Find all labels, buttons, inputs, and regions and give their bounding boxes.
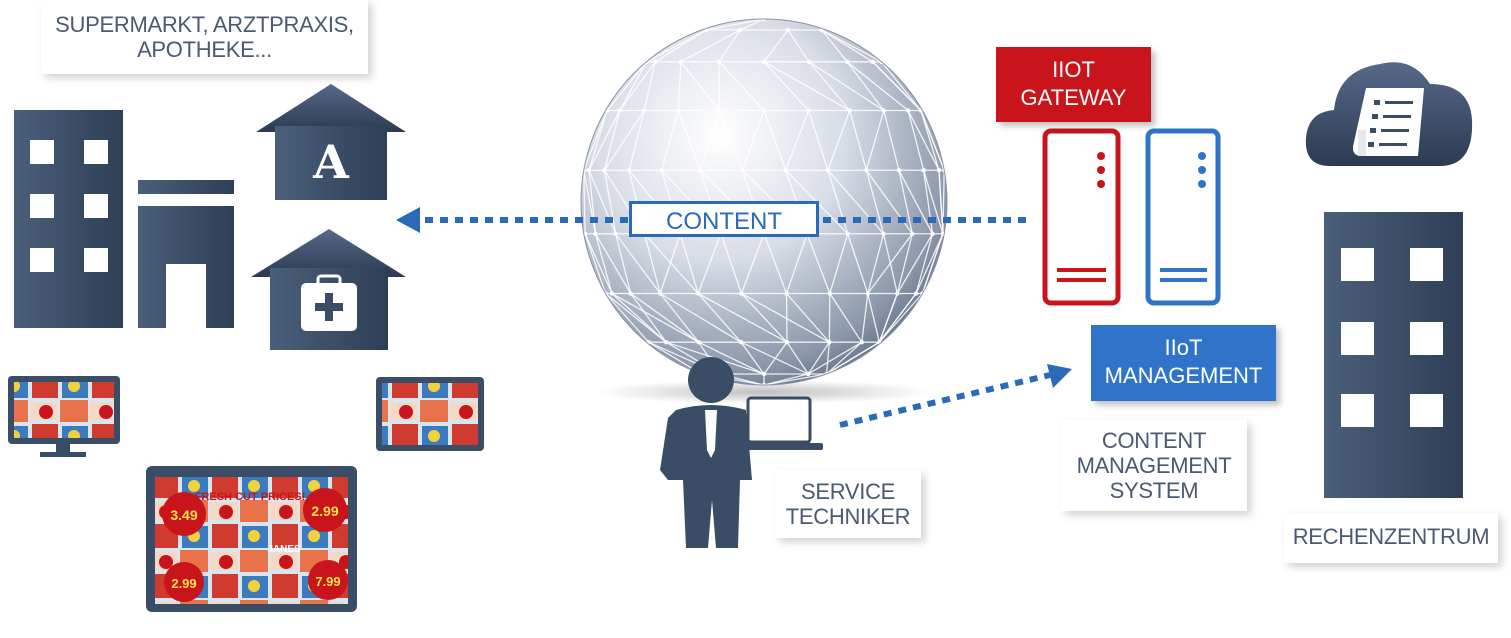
- globe-mesh-node: [676, 108, 680, 112]
- globe-mesh-node: [762, 108, 766, 112]
- ad-banner: FRESH CUT PRICES!: [195, 491, 306, 503]
- globe-mesh-node: [658, 291, 662, 295]
- globe-mesh-node: [870, 60, 874, 64]
- price-tag: 3.49: [170, 507, 197, 523]
- venues-label-line: APOTHEKE...: [41, 37, 368, 62]
- globe-mesh-node: [914, 291, 918, 295]
- globe-mesh-node: [881, 232, 885, 236]
- technician-label-line: SERVICE: [775, 479, 921, 504]
- globe-mesh-node: [806, 108, 810, 112]
- datacenter-label: RECHENZENTRUM: [1284, 513, 1498, 563]
- globe-mesh-node: [717, 108, 721, 112]
- globe-mesh-node: [679, 60, 683, 64]
- globe-mesh-node: [897, 168, 901, 172]
- laptop-icon: [735, 398, 823, 450]
- globe-mesh-node: [602, 168, 606, 172]
- globe-mesh-node: [739, 291, 743, 295]
- server-icon: [1148, 131, 1218, 303]
- globe-mesh-node: [740, 168, 744, 172]
- content-label: CONTENT: [629, 201, 819, 237]
- globe-mesh-node: [653, 60, 657, 64]
- globe-mesh-node: [827, 340, 831, 344]
- cms-label-line: CONTENT: [1061, 428, 1247, 453]
- globe-mesh-node: [807, 60, 811, 64]
- ad-brand: JANES: [267, 544, 301, 555]
- globe-mesh-node: [628, 291, 632, 295]
- cms-label-line: SYSTEM: [1061, 478, 1247, 503]
- management-label-line: IIoT: [1091, 334, 1276, 362]
- globe-mesh-node: [906, 108, 910, 112]
- cloud-document-icon: [1306, 62, 1472, 166]
- globe-mesh-node: [762, 372, 766, 376]
- globe-mesh-node: [618, 108, 622, 112]
- globe-mesh-node: [739, 340, 743, 344]
- globe-mesh-node: [806, 372, 810, 376]
- price-tag: 2.99: [311, 503, 338, 519]
- cms-label: CONTENT MANAGEMENT SYSTEM: [1061, 420, 1247, 511]
- iiot-gateway-label: IIOT GATEWAY: [996, 47, 1151, 122]
- globe-mesh-node: [642, 108, 646, 112]
- globe-mesh-node: [846, 232, 850, 236]
- globe-mesh-node: [627, 168, 631, 172]
- digital-signage-screen-icon: 3.49 2.99 2.99 7.99 FRESH CUT PRICES! JA…: [146, 466, 357, 612]
- globe-mesh-node: [762, 60, 766, 64]
- globe-mesh-node: [921, 168, 925, 172]
- globe-mesh-node: [845, 60, 849, 64]
- globe-mesh-node: [786, 28, 790, 32]
- office-building-icon: [14, 110, 234, 328]
- globe-mesh-node: [847, 108, 851, 112]
- globe-mesh-node: [910, 232, 914, 236]
- management-label-line: MANAGEMENT: [1091, 362, 1276, 390]
- globe-mesh-node: [866, 291, 870, 295]
- datacenter-building-icon: [1324, 212, 1463, 498]
- globe-mesh-node: [698, 168, 702, 172]
- globe-mesh-node: [828, 291, 832, 295]
- technician-label: SERVICE TECHNIKER: [775, 470, 921, 538]
- globe-mesh-node: [937, 168, 941, 172]
- globe-mesh-node: [826, 168, 830, 172]
- pharmacy-icon: A: [256, 84, 406, 200]
- doctor-office-icon: [251, 229, 406, 350]
- cms-label-line: MANAGEMENT: [1061, 453, 1247, 478]
- globe-mesh-node: [785, 340, 789, 344]
- globe-mesh-node: [895, 291, 899, 295]
- globe-mesh-node: [882, 108, 886, 112]
- globe-mesh-node: [860, 340, 864, 344]
- venues-label-line: SUPERMARKT, ARZTPRAXIS,: [41, 12, 368, 37]
- globe-mesh-node: [930, 232, 934, 236]
- globe-mesh-node: [664, 340, 668, 344]
- price-tag: 2.99: [171, 576, 196, 591]
- venues-label: SUPERMARKT, ARZTPRAXIS, APOTHEKE...: [41, 0, 368, 74]
- globe-mesh-node: [587, 168, 591, 172]
- gateway-label-line: GATEWAY: [996, 84, 1151, 112]
- technician-label-line: TECHNIKER: [775, 504, 921, 529]
- globe-mesh-node: [696, 291, 700, 295]
- price-tag: 7.99: [315, 574, 340, 589]
- globe-mesh-node: [864, 168, 868, 172]
- globe-mesh-node: [659, 168, 663, 172]
- globe-mesh-node: [610, 291, 614, 295]
- globe-mesh-node: [784, 168, 788, 172]
- globe-mesh-node: [717, 60, 721, 64]
- digital-signage-screen-icon: [376, 377, 484, 451]
- globe-mesh-node: [593, 232, 597, 236]
- server-icon: [1045, 131, 1118, 303]
- digital-signage-screen-icon: [8, 376, 120, 457]
- svg-text:A: A: [312, 135, 350, 189]
- globe-mesh-node: [738, 28, 742, 32]
- iiot-management-label: IIoT MANAGEMENT: [1091, 325, 1276, 401]
- globe-mesh-node: [613, 232, 617, 236]
- globe-mesh-node: [784, 291, 788, 295]
- gateway-label-line: IIOT: [996, 56, 1151, 84]
- globe-mesh-node: [696, 340, 700, 344]
